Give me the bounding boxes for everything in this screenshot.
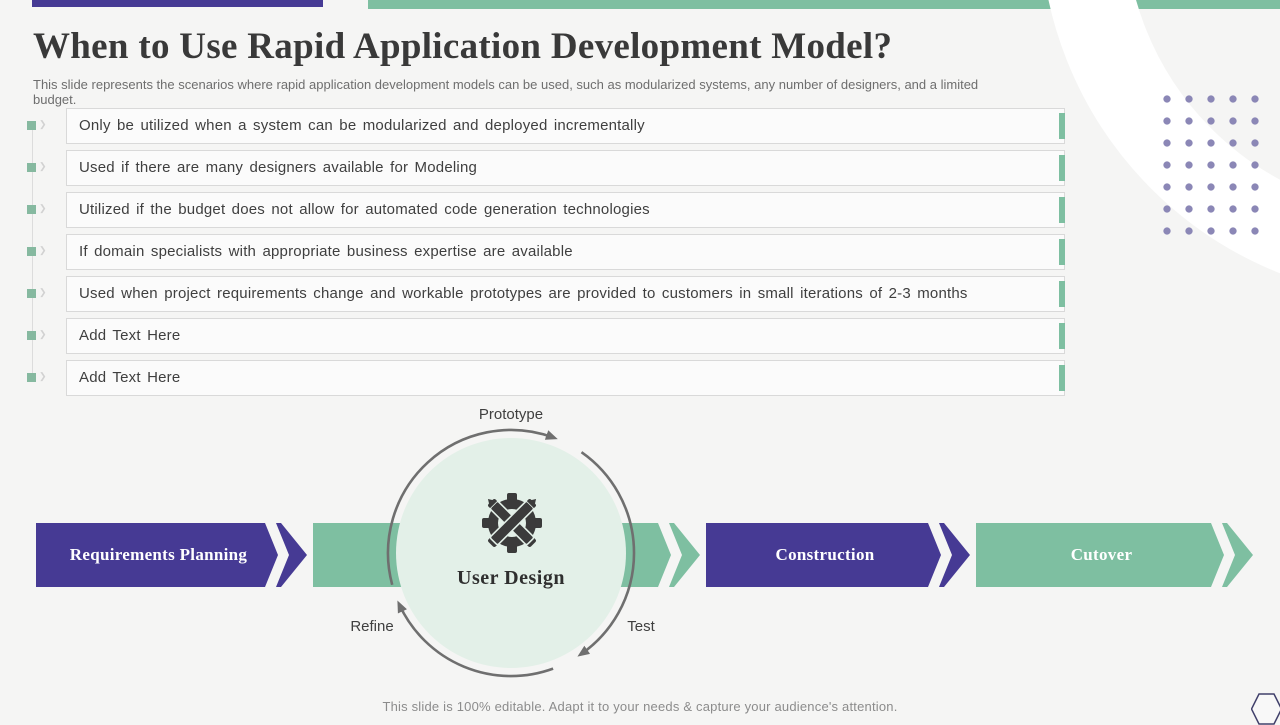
decor-dot-grid [1156,88,1266,242]
bullet-marker: ❯ [27,201,57,219]
row-accent-bar [1059,239,1065,265]
scenario-row: Utilized if the budget does not allow fo… [66,192,1065,228]
row-accent-bar [1059,197,1065,223]
bullet-square-icon [27,247,36,256]
bullet-marker: ❯ [27,285,57,303]
chevron-right-icon: ❯ [39,371,47,382]
stage-label: Requirements Planning [36,523,281,587]
bullet-square-icon [27,373,36,382]
scenario-text: Add Text Here [79,319,180,353]
row-accent-bar [1059,323,1065,349]
page-title: When to Use Rapid Application Developmen… [33,25,1033,68]
bullet-marker: ❯ [27,327,57,345]
bullet-square-icon [27,289,36,298]
cycle-label-test: Test [606,618,676,635]
bullet-marker: ❯ [27,117,57,135]
cycle-label-prototype: Prototype [411,406,611,423]
bullet-square-icon [27,331,36,340]
row-accent-bar [1059,281,1065,307]
bullet-marker: ❯ [27,159,57,177]
page-subtitle: This slide represents the scenarios wher… [33,77,993,107]
scenario-text: Add Text Here [79,361,180,395]
scenario-text: Only be utilized when a system can be mo… [79,109,645,143]
bullet-marker: ❯ [27,369,57,387]
scenario-text: Used when project requirements change an… [79,277,968,311]
scenario-row-placeholder[interactable]: Add Text Here [66,360,1065,396]
stage-label: Construction [706,523,944,587]
chevron-right-icon: ❯ [39,329,47,340]
scenario-text: If domain specialists with appropriate b… [79,235,573,269]
stage-arrow-cutover: Cutover [976,523,1253,587]
bullet-square-icon [27,205,36,214]
stage-arrow-requirements-planning: Requirements Planning [36,523,307,587]
top-bar-purple [32,0,323,7]
cycle-label-refine: Refine [337,618,407,635]
bullet-square-icon [27,163,36,172]
scenario-text: Used if there are many designers availab… [79,151,477,185]
hexagon-icon [1251,693,1280,725]
scenario-row: Used when project requirements change an… [66,276,1065,312]
row-accent-bar [1059,113,1065,139]
gear-crossed-pencils-icon [477,488,547,558]
stage-label: Cutover [976,523,1227,587]
scenario-text: Utilized if the budget does not allow fo… [79,193,650,227]
scenario-row: Used if there are many designers availab… [66,150,1065,186]
bullet-marker: ❯ [27,243,57,261]
chevron-right-icon: ❯ [39,245,47,256]
bullet-square-icon [27,121,36,130]
stage-arrow-construction: Construction [706,523,970,587]
user-design-label: User Design [396,567,626,590]
footer-note: This slide is 100% editable. Adapt it to… [0,699,1280,714]
chevron-right-icon: ❯ [39,287,47,298]
scenario-row-placeholder[interactable]: Add Text Here [66,318,1065,354]
chevron-right-icon: ❯ [39,119,47,130]
scenario-row: Only be utilized when a system can be mo… [66,108,1065,144]
chevron-right-icon: ❯ [39,161,47,172]
row-accent-bar [1059,365,1065,391]
row-accent-bar [1059,155,1065,181]
chevron-right-icon: ❯ [39,203,47,214]
scenario-row: If domain specialists with appropriate b… [66,234,1065,270]
